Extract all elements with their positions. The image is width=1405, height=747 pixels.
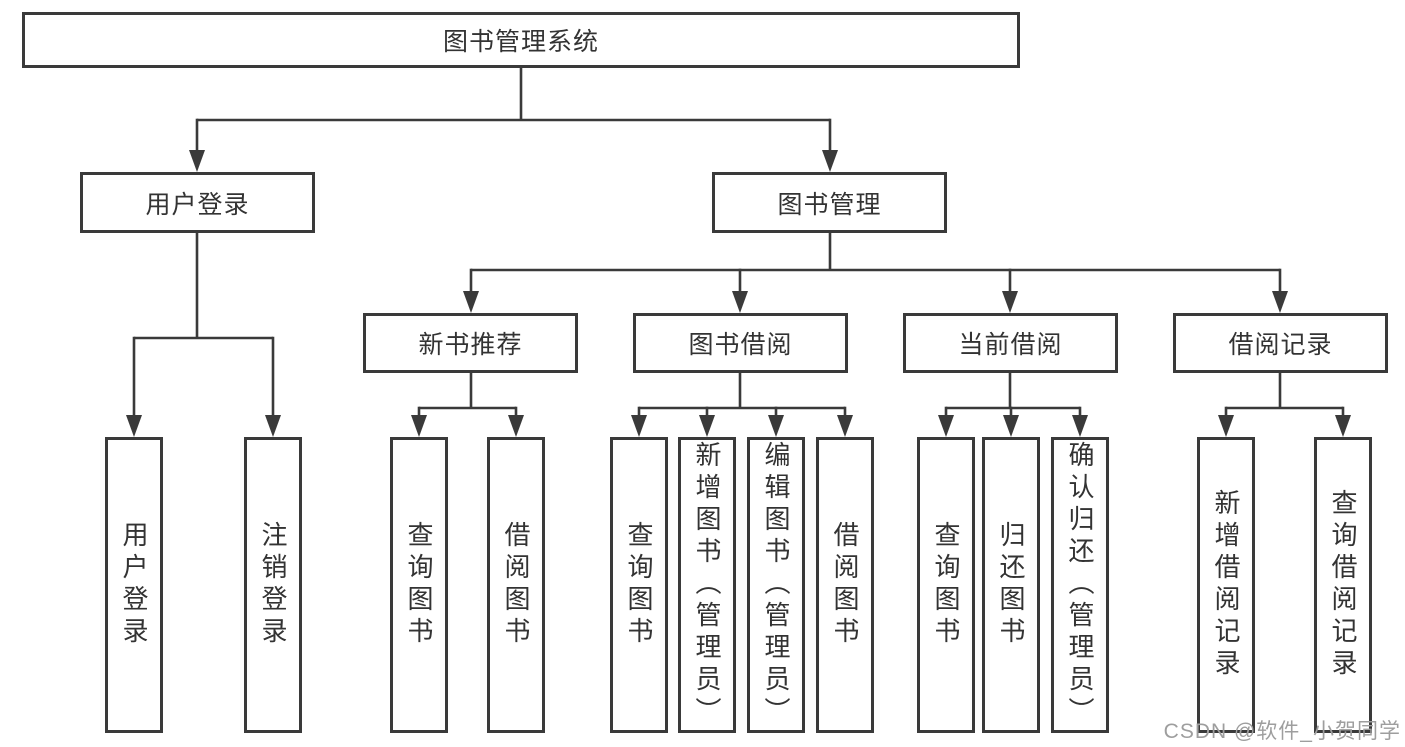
node-label: 图书借阅 — [688, 331, 793, 359]
leaf-borrow-books-recommend: 借阅图书 — [487, 437, 545, 733]
arrowhead-icon — [189, 150, 205, 172]
node-current-borrowing: 当前借阅 — [903, 313, 1118, 373]
node-label: 编辑图书（管理员） — [761, 441, 791, 729]
node-label: 查询借阅记录 — [1328, 489, 1358, 681]
leaf-query-books-recommend: 查询图书 — [390, 437, 448, 733]
node-label: 新增图书（管理员） — [692, 441, 722, 729]
node-label: 确认归还（管理员） — [1065, 441, 1095, 729]
node-label: 图书管理 — [777, 190, 882, 219]
node-label: 新书推荐 — [418, 331, 523, 359]
arrowhead-icon — [463, 291, 479, 313]
node-new-book-recommendation: 新书推荐 — [363, 313, 578, 373]
arrowhead-icon — [1002, 291, 1018, 313]
arrowhead-icon — [1072, 415, 1088, 437]
node-label: 查询图书 — [624, 521, 654, 649]
arrowhead-icon — [699, 415, 715, 437]
arrowhead-icon — [938, 415, 954, 437]
node-label: 归还图书 — [996, 521, 1026, 649]
node-label: 查询图书 — [931, 521, 961, 649]
arrowhead-icon — [1272, 291, 1288, 313]
arrowhead-icon — [1003, 415, 1019, 437]
arrowhead-icon — [265, 415, 281, 437]
leaf-logout: 注销登录 — [244, 437, 302, 733]
watermark: CSDN @软件_小贺同学 — [1163, 720, 1401, 743]
node-label: 查询图书 — [404, 521, 434, 649]
leaf-query-books-current: 查询图书 — [917, 437, 975, 733]
arrowhead-icon — [732, 291, 748, 313]
leaf-query-borrow-record: 查询借阅记录 — [1314, 437, 1372, 733]
arrowhead-icon — [631, 415, 647, 437]
leaf-user-login: 用户登录 — [105, 437, 163, 733]
node-label: 用户登录 — [145, 190, 250, 219]
leaf-confirm-return-admin: 确认归还（管理员） — [1051, 437, 1109, 733]
leaf-add-book-admin: 新增图书（管理员） — [678, 437, 736, 733]
arrowhead-icon — [508, 415, 524, 437]
node-label: 借阅图书 — [830, 521, 860, 649]
node-label: 新增借阅记录 — [1211, 489, 1241, 681]
node-book-management: 图书管理 — [712, 172, 947, 233]
leaf-add-borrow-record: 新增借阅记录 — [1197, 437, 1255, 733]
arrowhead-icon — [1335, 415, 1351, 437]
arrowhead-icon — [768, 415, 784, 437]
arrowhead-icon — [126, 415, 142, 437]
node-library-management-system: 图书管理系统 — [22, 12, 1020, 68]
node-label: 借阅图书 — [501, 521, 531, 649]
arrowhead-icon — [411, 415, 427, 437]
node-label: 借阅记录 — [1228, 331, 1333, 359]
leaf-query-books-borrow: 查询图书 — [610, 437, 668, 733]
arrowhead-icon — [837, 415, 853, 437]
node-label: 用户登录 — [119, 521, 149, 649]
node-label: 当前借阅 — [958, 331, 1063, 359]
node-label: 图书管理系统 — [442, 28, 599, 56]
arrowhead-icon — [1218, 415, 1234, 437]
node-borrowing-records: 借阅记录 — [1173, 313, 1388, 373]
arrowhead-icon — [822, 150, 838, 172]
node-book-borrowing: 图书借阅 — [633, 313, 848, 373]
leaf-edit-book-admin: 编辑图书（管理员） — [747, 437, 805, 733]
leaf-borrow-books: 借阅图书 — [816, 437, 874, 733]
node-user-login: 用户登录 — [80, 172, 315, 233]
leaf-return-book: 归还图书 — [982, 437, 1040, 733]
node-label: 注销登录 — [258, 521, 288, 649]
